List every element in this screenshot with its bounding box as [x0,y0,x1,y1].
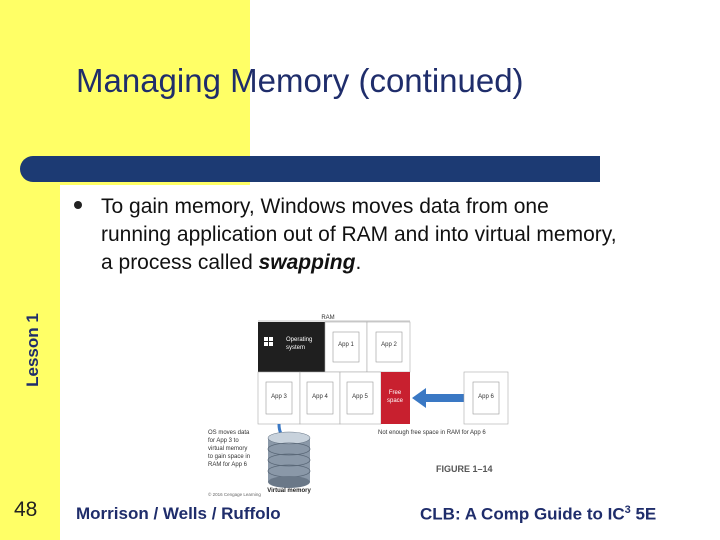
os-label-1: Operating [286,337,312,343]
app4-label: App 4 [312,394,328,400]
footer-book-sup: 3 [624,504,631,516]
free-space-block [381,372,410,424]
ram-label: RAM [321,315,334,321]
slide-number: 48 [14,498,38,521]
app6-label: App 6 [478,394,494,400]
virtual-memory-label: Virtual memory [267,488,311,494]
title-divider-bar [20,156,600,182]
os-label-2: system [286,345,305,351]
os-note-5: RAM for App 6 [208,462,248,468]
app5-doc-icon [346,381,374,415]
copyright-text: © 2016 Cengage Learning [208,491,261,497]
swap-arrow-icon [412,388,464,408]
app3-doc-icon [265,381,293,415]
footer-book-title: CLB: A Comp Guide to IC3 5E [420,504,656,525]
slide-title: Managing Memory (continued) [76,62,524,99]
swapping-figure: RAM Operating system App 1 App 2 App 3 A… [208,315,509,497]
bullet-term: swapping [258,251,356,274]
lesson-side-label: Lesson 1 [23,313,42,387]
footer-authors: Morrison / Wells / Ruffolo [76,504,281,523]
os-note-3: virtual memory [208,446,247,452]
app2-label: App 2 [381,342,397,348]
free-label-1: Free [389,390,402,396]
app1-doc-icon [332,331,360,363]
os-note-1: OS moves data [208,430,250,436]
app5-label: App 5 [352,394,368,400]
figure-label: FIGURE 1–14 [436,464,493,474]
bullet-text-pre: To gain memory, Windows moves data from … [101,195,617,274]
bullet-text-post: . [355,251,362,274]
app1-label: App 1 [338,342,354,348]
app2-doc-icon [375,331,403,363]
os-note-2: for App 3 to [208,438,239,444]
not-enough-caption: Not enough free space in RAM for App 6 [378,430,486,436]
os-block [258,322,325,372]
app6-doc-icon [472,381,500,415]
database-icon [267,431,311,488]
yellow-side-strip [0,0,60,540]
bullet-text: To gain memory, Windows moves data from … [101,193,621,277]
bullet-icon [74,201,82,209]
app3-label: App 3 [271,394,287,400]
app4-doc-icon [306,381,334,415]
free-label-2: space [387,398,404,404]
os-note-4: to gain space in [208,454,250,460]
footer-book-pre: CLB: A Comp Guide to IC [420,504,625,524]
footer-book-post: 5E [630,504,657,524]
windows-icon [264,337,268,341]
